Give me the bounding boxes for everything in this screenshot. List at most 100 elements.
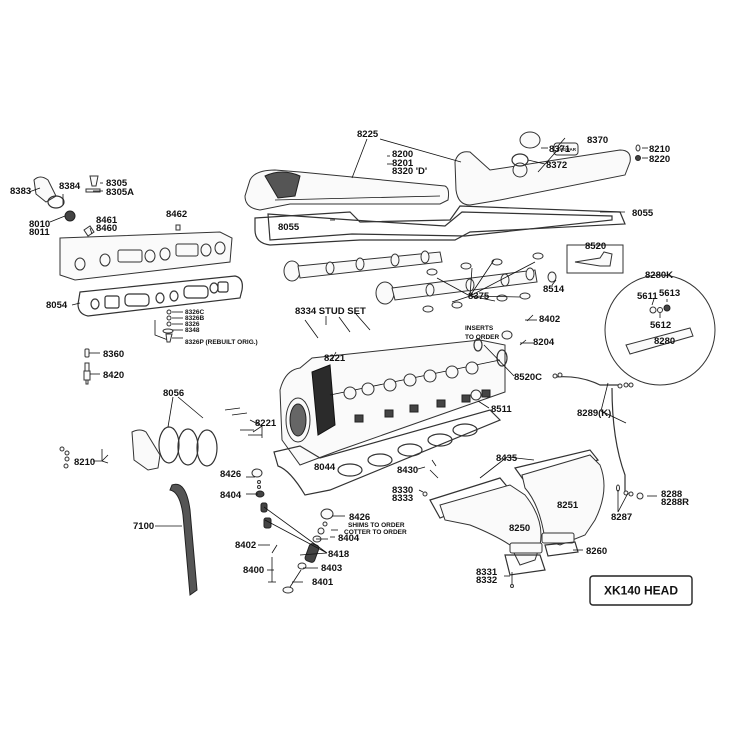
label-8462: 8462 [166,209,187,220]
label-5611: 5611 [637,291,658,302]
label-8372: 8372 [546,160,567,171]
label-8426-lower: 8426 [349,512,370,523]
label-8280K: 8280K [645,270,673,281]
label-8287: 8287 [611,512,632,523]
oil-feed-pipe [552,372,644,500]
camshaft-inlet [375,267,538,305]
label-8201: 8201 [392,158,414,169]
label-8054: 8054 [46,300,68,311]
label-8461: 8461 [96,215,118,226]
label-8400: 8400 [243,565,264,576]
label-8384: 8384 [59,181,81,192]
label-8331: 8331 [476,567,498,578]
label-5613: 5613 [659,288,680,299]
exhaust-studs [422,459,514,588]
exhaust-manifold-rear [513,449,605,557]
label-8320-d: 8320 'D' [392,166,427,177]
label-8210-right: 8210 [649,144,670,155]
label-8305: 8305 [106,178,128,189]
exhaust-manifold-front [429,477,546,576]
label-8333: 8333 [392,493,413,504]
label-8520C: 8520C [514,372,542,383]
label-8383: 8383 [10,186,31,197]
label-8330: 8330 [392,485,413,496]
label-8221-head: 8221 [324,353,346,364]
label-8375: 8375 [468,291,490,302]
head-gasket [273,409,502,496]
label-8348: 8348 [185,327,200,334]
label-8220: 8220 [649,154,670,165]
jaguar-badge-icon [553,142,579,156]
camshaft-exhaust [283,250,443,282]
label-shims-to-order: SHIMS TO ORDER [348,522,405,529]
label-8401: 8401 [312,577,334,588]
title-box: XK140 HEAD [589,575,693,606]
inset-8520-box [566,244,624,274]
label-8200: 8200 [392,149,413,160]
label-8360: 8360 [103,349,124,360]
spark-plug [83,362,91,385]
oil-filler-cap-icon [519,131,541,149]
label-8260: 8260 [586,546,607,557]
valve-assembly [251,468,334,594]
throttle-linkage-small [154,309,174,343]
label-8402-top: 8402 [539,314,560,325]
label-5612: 5612 [650,320,671,331]
label-8204: 8204 [533,337,555,348]
diagram-title: XK140 HEAD [604,584,678,598]
timing-chain-hose [169,483,198,596]
label-8326C: 8326C [185,309,204,316]
label-8418: 8418 [328,549,349,560]
spark-plug-cap [84,348,90,358]
oil-filler-neck [512,162,528,178]
label-8403: 8403 [321,563,342,574]
label-8460: 8460 [96,223,117,234]
label-8250: 8250 [509,523,530,534]
label-cotter-to-order: COTTER TO ORDER [344,529,407,536]
cam-cover-left [244,169,450,211]
label-8430: 8430 [397,465,418,476]
inlet-manifold-gasket [77,275,243,317]
label-8371: 8371 [549,144,571,155]
label-8288R: 8288R [661,497,689,508]
label-8288: 8288 [661,489,682,500]
label-8511: 8511 [491,404,512,415]
label-8010: 8010 [29,219,50,230]
cylinder-head [279,339,506,466]
label-inserts: INSERTS [465,325,494,332]
label-8420: 8420 [103,370,124,381]
cam-cover-right: JAGUAR [454,131,641,206]
label-8289K: 8289(K) [577,408,611,419]
cam-cover-gasket [254,205,626,246]
label-8225: 8225 [357,129,379,140]
label-8404-upper: 8404 [220,490,242,501]
label-8435: 8435 [496,453,518,464]
label-8055-left: 8055 [278,222,300,233]
label-8305A: 8305A [106,187,134,198]
label-8326B: 8326B [185,315,204,322]
inset-8280K-circle [604,274,716,386]
label-8326: 8326 [185,321,200,328]
inlet-manifold [59,224,233,281]
label-8370: 8370 [587,135,608,146]
label-8221-left: 8221 [255,418,277,429]
label-8402-lower: 8402 [235,540,256,551]
svg-text:JAGUAR: JAGUAR [557,147,577,152]
label-to-order: TO ORDER [465,334,499,341]
label-8326P: 8326P (REBUILT ORIG.) [185,339,258,346]
label-8334-stud-set: 8334 STUD SET [295,306,366,317]
label-8514: 8514 [543,284,565,295]
label-8404-lower: 8404 [338,533,360,544]
water-outlet-elbow [33,175,101,222]
label-8280: 8280 [654,336,675,347]
label-8332: 8332 [476,575,497,586]
part-labels: 8383 8384 8305 8305A 8010 8011 8461 8460… [10,129,689,588]
label-8055-right: 8055 [632,208,654,219]
label-8044: 8044 [314,462,336,473]
label-8210-left: 8210 [74,457,95,468]
label-7100: 7100 [133,521,154,532]
label-8011: 8011 [29,227,50,238]
timing-cover-breather [59,426,218,471]
label-8251: 8251 [557,500,579,511]
